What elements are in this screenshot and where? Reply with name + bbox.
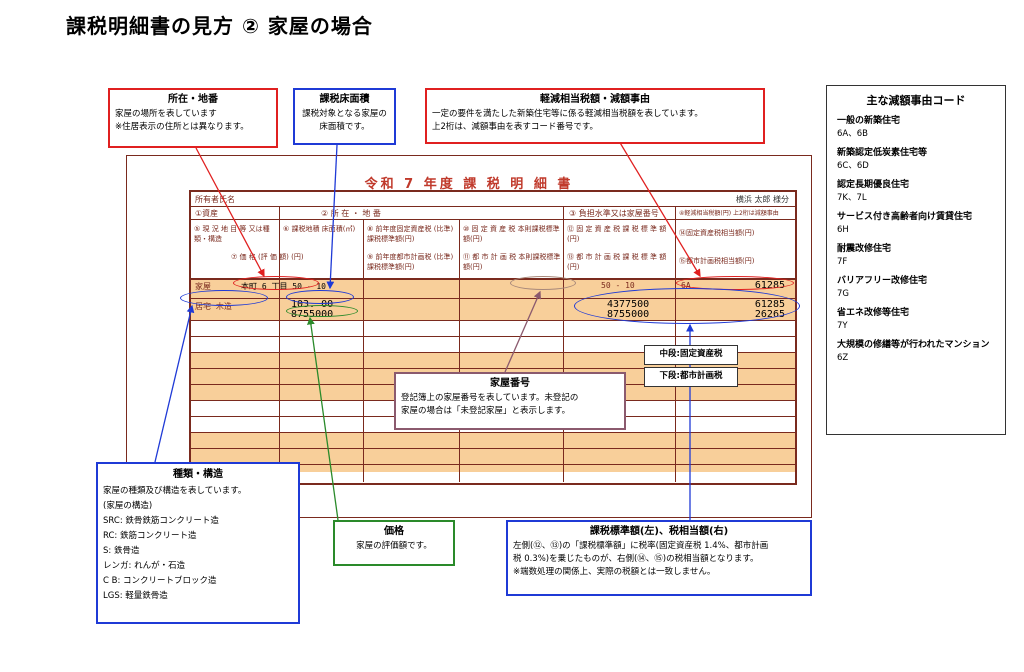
low-label-text: 下段:都市計画税 [659,371,723,381]
callout-floor: 課税床面積 課税対象となる家屋の 床面積です。 [293,88,396,145]
floor-highlight [286,290,354,304]
header-city-tax: ⑮都市計画税相当額(円) [679,257,755,265]
list-item: バリアフリー改修住宅 7G [837,275,995,301]
callout-reduction-line2: 上2桁は、減額事由を表すコード番号です。 [432,122,599,132]
code-name: 耐震改修住宅 [837,244,892,254]
header-asset: ①資産 [195,209,219,218]
header-location: ② 所 在 ・ 地 番 [321,209,381,218]
header-reduction: ④軽減相当税額(円) 上2桁は減額事由 [679,210,779,217]
callout-reduction-line1: 一定の要件を満たした新築住宅等に係る軽減相当税額を表しています。 [432,109,703,119]
list-item: 新築認定低炭素住宅等 6C、6D [837,147,995,173]
header-kind: ⑤ 現 況 地 目 等 又は種類・構造 [194,225,270,243]
kind-highlight [180,290,268,306]
code-value: 6Z [837,353,849,363]
callout-standard-title: 課税標準額(左)、税相当額(右) [589,526,729,537]
reduction-code-list-title: 主な減額事由コード [866,94,966,107]
header-price: ⑦ 価 格 (評 価 額) (円) [231,253,304,261]
code-value: 7Y [837,321,848,331]
code-name: 新築認定低炭素住宅等 [837,148,928,158]
list-item: 一般の新築住宅 6A、6B [837,115,995,141]
callout-kind-title: 種類・構造 [173,469,223,480]
header-city-standard: ⑬ 都 市 計 画 税 課 税 標 準 額(円) [567,253,667,271]
callout-low-label: 下段:都市計画税 [644,367,738,387]
asset-value: 家屋 [195,282,211,291]
header-floor: ⑥ 課税地積 床面積(㎡) [283,225,356,233]
callout-location: 所在・地番 家屋の場所を表しています ※住居表示の住所とは異なります。 [108,88,278,148]
callout-kind: 種類・構造 家屋の種類及び構造を表しています。 (家屋の構造) SRC: 鉄骨鉄… [96,462,300,624]
callout-house-number-title: 家屋番号 [490,378,530,389]
callout-standard-line2: 税 0.3%)を乗じたものが、右側(⑭、⑮)の税相当額となります。 [513,554,759,564]
header-house-number: ③ 負担水準又は家屋番号 [569,209,659,218]
callout-location-line2: ※住居表示の住所とは異なります。 [115,122,249,132]
callout-mid-label: 中段:固定資産税 [644,345,738,365]
standard-highlight [574,288,800,324]
house-number-highlight [510,276,576,290]
callout-reduction-title: 軽減相当税額・減額事由 [540,94,650,105]
callout-reduction: 軽減相当税額・減額事由 一定の要件を満たした新築住宅等に係る軽減相当税額を表して… [425,88,765,144]
kind-value: 居宅 木造 [195,302,232,311]
document-frame [126,155,812,518]
header-fixed-standard: ⑫ 固 定 資 産 税 課 税 標 準 額(円) [567,225,667,243]
header-prev-city: ⑨ 前年度都市計画税 (比準)課税標準額(円) [367,253,454,271]
address-highlight [233,276,319,290]
mid-label-text: 中段:固定資産税 [659,349,723,359]
callout-house-number: 家屋番号 登記簿上の家屋番号を表しています。未登記の 家屋の場合は「未登記家屋」… [394,372,626,430]
code-name: サービス付き高齢者向け賃貸住宅 [837,212,973,222]
list-item: サービス付き高齢者向け賃貸住宅 6H [837,211,995,237]
code-name: 認定長期優良住宅 [837,180,910,190]
callout-kind-line: 家屋の種類及び構造を表しています。 [103,486,247,496]
header-prev-fixed: ⑧ 前年度固定資産税 (比準)課税標準額(円) [367,225,454,243]
callout-kind-line: (家屋の構造) [103,501,153,511]
page-title: 課税明細書の見方 ② 家屋の場合 [66,14,373,38]
list-item: 耐震改修住宅 7F [837,243,995,269]
callout-standard-line1: 左側(⑫、⑬)の「課税標準額」に税率(固定資産税 1.4%、都市計画 [513,541,769,551]
list-item: 省エネ改修等住宅 7Y [837,307,995,333]
callout-house-number-line1: 登記簿上の家屋番号を表しています。未登記の [401,393,579,403]
owner-name: 横浜 太郎 様分 [735,195,789,204]
callout-kind-line: C B: コンクリートブロック造 [103,576,217,586]
callout-standard: 課税標準額(左)、税相当額(右) 左側(⑫、⑬)の「課税標準額」に税率(固定資産… [506,520,812,596]
list-item: 大規模の修繕等が行われたマンション 6Z [837,339,995,365]
header-city-base: ⑪ 都 市 計 画 税 本則課税標準額(円) [463,253,561,271]
callout-price: 価格 家屋の評価額です。 [333,520,455,566]
callout-kind-line: レンガ: れんが・石造 [103,561,186,571]
list-item: 認定長期優良住宅 7K、7L [837,179,995,205]
callout-price-line1: 家屋の評価額です。 [356,541,432,551]
callout-location-title: 所在・地番 [168,94,218,105]
price-highlight [286,305,358,317]
callout-kind-line: RC: 鉄筋コンクリート造 [103,531,197,541]
code-name: 省エネ改修等住宅 [837,308,910,318]
callout-location-line1: 家屋の場所を表しています [115,109,217,119]
code-value: 6A、6B [837,129,868,139]
header-fixed-base: ⑩ 固 定 資 産 税 本則課税標準額(円) [463,225,560,243]
document-title: 令和 7 年度 課 税 明 細 書 [364,177,574,192]
reduction-code-list: 主な減額事由コード 一般の新築住宅 6A、6B 新築認定低炭素住宅等 6C、6D… [826,85,1006,435]
code-value: 6H [837,225,849,235]
callout-house-number-line2: 家屋の場合は「未登記家屋」と表示します。 [401,406,571,416]
callout-kind-line: SRC: 鉄骨鉄筋コンクリート造 [103,516,219,526]
callout-standard-line3: ※端数処理の関係上、実際の税額とは一致しません。 [513,567,716,577]
code-value: 7K、7L [837,193,867,203]
code-value: 7F [837,257,848,267]
callout-kind-line: LGS: 軽量鉄骨造 [103,591,168,601]
callout-price-title: 価格 [384,526,404,537]
code-value: 7G [837,289,849,299]
owner-label: 所有者氏名 [195,195,235,204]
callout-floor-title: 課税床面積 [319,94,370,105]
code-value: 6C、6D [837,161,869,171]
callout-kind-line: S: 鉄骨造 [103,546,140,556]
header-fixed-tax: ⑭固定資産税相当額(円) [679,229,755,237]
code-name: 一般の新築住宅 [837,116,901,126]
callout-floor-line2: 床面積です。 [319,122,370,132]
code-name: 大規模の修繕等が行われたマンション [837,340,990,350]
house-number-value: 50 - 10 [601,281,635,290]
code-name: バリアフリー改修住宅 [837,276,928,286]
callout-floor-line1: 課税対象となる家屋の [302,109,387,119]
